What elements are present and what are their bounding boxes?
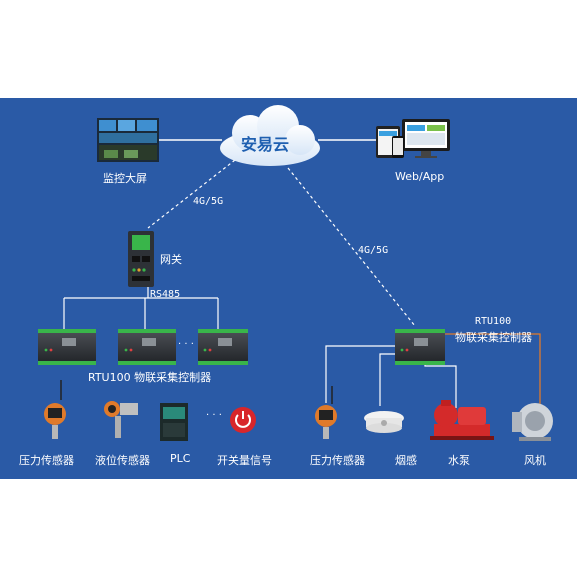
webapp-devices-icon	[376, 119, 450, 158]
cloud-label: 安易云	[241, 135, 290, 154]
gateway-icon	[128, 231, 154, 287]
rtu-left-label: RTU100 物联采集控制器	[88, 371, 212, 384]
rtu-module-right	[395, 329, 445, 365]
diagram-canvas	[38, 105, 553, 441]
link-right-label: 4G/5G	[358, 245, 389, 256]
monitor-label: 监控大屏	[103, 172, 147, 185]
cloud-gateway-wireless	[147, 159, 236, 229]
rtu-right-to-pump	[424, 360, 457, 408]
bus-label: RS485	[150, 289, 181, 300]
rtu-right-to-pressure	[325, 345, 398, 403]
level-sensor-icon	[104, 401, 138, 438]
rtu-module-left-1	[38, 329, 96, 365]
gateway-label: 网关	[160, 253, 182, 266]
rtu-right-label-line1: RTU100	[475, 316, 512, 327]
rtu-right-label-line2: 物联采集控制器	[455, 331, 532, 344]
left-device-label-pressure: 压力传感器	[19, 454, 74, 467]
left-device-label-level: 液位传感器	[95, 454, 150, 467]
network-diagram: 安易云 监控大屏 Web/App 4G/5G 4G/5G 网关 RS485 · …	[0, 98, 577, 479]
left-device-label-switch: 开关量信号	[217, 454, 272, 467]
links	[63, 139, 541, 408]
pressure-sensor-right-icon	[315, 386, 337, 439]
link-left-label: 4G/5G	[193, 196, 224, 207]
right-device-label-pump: 水泵	[448, 454, 470, 467]
right-device-label-fan: 风机	[524, 454, 546, 467]
water-pump-icon	[430, 400, 494, 440]
switch-signal-icon	[230, 407, 256, 433]
plc-icon	[160, 403, 188, 441]
smoke-detector-icon	[364, 411, 404, 433]
monitor-wall-icon	[97, 118, 159, 162]
right-device-label-pressure: 压力传感器	[310, 454, 365, 467]
right-device-label-smoke: 烟感	[395, 454, 417, 467]
rtu-module-left-3	[198, 329, 248, 365]
rtu-right-to-fan	[445, 333, 541, 408]
pressure-sensor-left-icon	[44, 380, 66, 439]
device-ellipsis: · · ·	[206, 410, 222, 421]
cloud-rtu-wireless	[287, 167, 416, 327]
left-device-label-plc: PLC	[170, 452, 191, 465]
fan-blower-icon	[512, 403, 553, 441]
ellipsis-label: · · ·	[178, 339, 194, 350]
rtu-module-left-2	[118, 329, 176, 365]
webapp-label: Web/App	[395, 170, 445, 183]
cloud-icon	[220, 105, 320, 166]
